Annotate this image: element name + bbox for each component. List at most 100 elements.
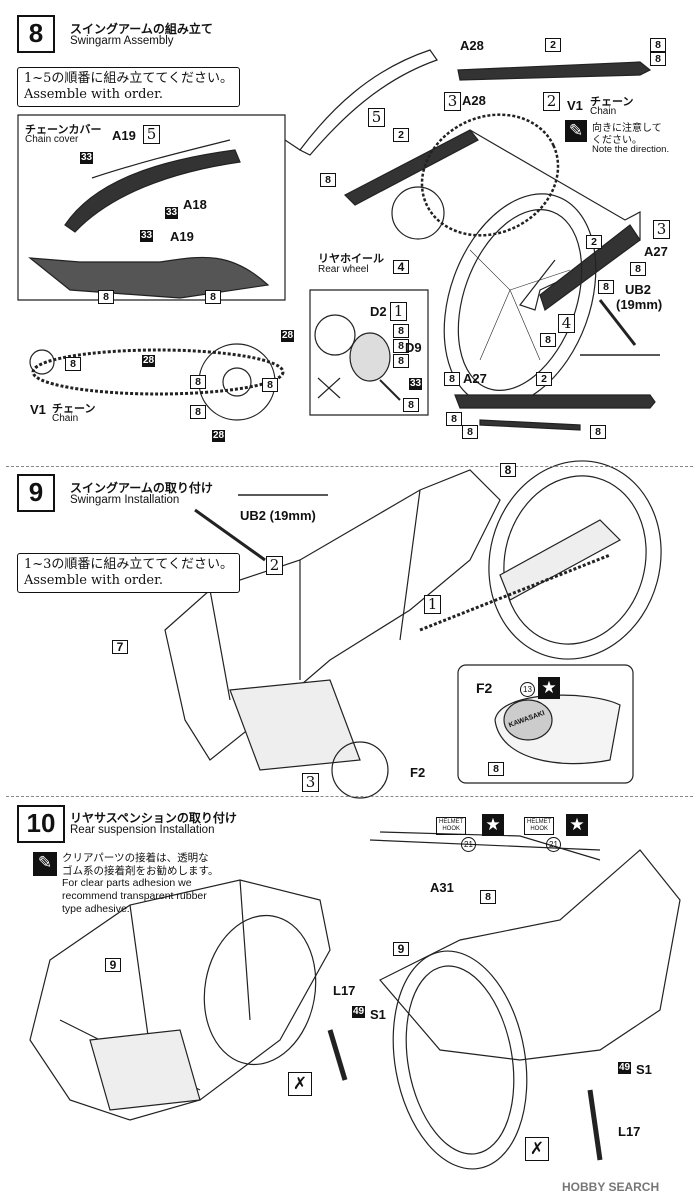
order-3: 3	[653, 220, 670, 239]
assembly-order-note: 1~5の順番に組み立ててください。 Assemble with order.	[17, 67, 241, 107]
no-glue-icon	[317, 377, 341, 399]
star-icon: ★	[566, 814, 588, 836]
clear-parts-note-jp1: クリアパーツの接着は、透明な	[62, 852, 209, 864]
rear-wheel	[443, 193, 597, 407]
helmet-text: HELMET	[439, 819, 464, 825]
direction-note-en: Note the direction.	[592, 144, 670, 155]
part-a27: A27	[463, 371, 487, 386]
hook-text: HOOK	[442, 826, 460, 832]
step10-left-wheel	[203, 914, 317, 1066]
ref-33: 33	[140, 230, 153, 242]
front-sprocket	[29, 349, 55, 375]
ref-8: 8	[630, 262, 646, 276]
swingarm-chain	[420, 113, 560, 237]
helmet-text: HELMET	[527, 819, 552, 825]
star-icon: ★	[538, 677, 560, 699]
step10-left-frame	[29, 879, 331, 1121]
watermark: HOBBY SEARCH	[562, 1180, 660, 1194]
ref-28: 28	[212, 430, 225, 442]
ref-8: 8	[488, 762, 504, 776]
part-a18: A18	[183, 197, 207, 212]
ref-9: 9	[105, 958, 121, 972]
ref-21: 21	[461, 837, 476, 852]
part-a19: A19	[170, 229, 194, 244]
helmet-hook-tag: HELMET HOOK	[436, 817, 467, 835]
chain-cover-inset-frame	[17, 114, 286, 301]
order-5: 5	[368, 108, 385, 127]
no-glue-icon: ✗	[288, 1072, 312, 1096]
f2-inset-frame	[457, 664, 634, 784]
step9-swingarm	[499, 519, 621, 601]
step-title-en: Rear suspension Installation	[70, 824, 215, 836]
glue-icon: ✎	[33, 852, 57, 876]
ref-8: 8	[98, 290, 114, 304]
ref-8: 8	[320, 173, 336, 187]
chain-v1-label: V1	[567, 98, 583, 113]
direction-note-jp1: 向きに注意して	[592, 123, 662, 134]
hook-text: HOOK	[530, 826, 548, 832]
note-en: Assemble with order.	[24, 573, 164, 588]
order-3: 3	[302, 773, 319, 792]
part-a27: A27	[644, 244, 668, 259]
ref-8: 8	[540, 333, 556, 347]
swingarm-left	[343, 129, 479, 206]
chain-guard-upper	[299, 49, 438, 156]
part-s1: S1	[370, 1007, 386, 1022]
helmet-hook-tag: HELMET HOOK	[524, 817, 555, 835]
part-l17: L17	[333, 983, 356, 998]
order-3: 3	[444, 92, 461, 111]
ref-8: 8	[190, 405, 206, 419]
part-a28: A28	[460, 38, 484, 53]
ref-8: 8	[65, 357, 81, 371]
ref-2: 2	[536, 372, 552, 386]
order-1: 1	[390, 302, 407, 321]
ref-28: 28	[142, 355, 155, 367]
ref-33: 33	[80, 152, 93, 164]
inset-pointer	[284, 139, 301, 151]
ref-13: 13	[520, 682, 535, 697]
chain-label-jp: チェーン	[590, 95, 634, 108]
ref-8: 8	[393, 324, 409, 338]
ref-8: 8	[393, 339, 409, 353]
ref-2: 2	[393, 128, 409, 142]
clear-parts-note-en1: For clear parts adhesion we	[62, 877, 192, 889]
chain-loop	[31, 348, 285, 396]
chain-cover-upper	[64, 149, 241, 233]
ref-9: 9	[393, 942, 409, 956]
star-icon: ★	[482, 814, 504, 836]
no-glue-icon: ✗	[525, 1137, 549, 1161]
swingarm-a28	[457, 61, 652, 81]
ref-8: 8	[590, 425, 606, 439]
ref-8: 8	[480, 890, 496, 904]
ref-8: 8	[650, 52, 666, 66]
part-d2: D2	[370, 304, 387, 319]
ref-8: 8	[462, 425, 478, 439]
step-number: 9	[17, 474, 55, 512]
part-s1: S1	[636, 1062, 652, 1077]
ref-33: 33	[165, 207, 178, 219]
part-ub2: UB2	[625, 282, 652, 297]
ref-8: 8	[205, 290, 221, 304]
left-shock	[327, 1029, 348, 1081]
ref-2: 2	[545, 38, 561, 52]
ref-8: 8	[598, 280, 614, 294]
part-l17: L17	[618, 1124, 641, 1139]
order-5: 5	[143, 125, 160, 144]
step10-right-wheel	[392, 950, 528, 1170]
part-a19: A19	[112, 128, 136, 143]
rear-wheel-label-en: Rear wheel	[318, 264, 369, 275]
brake-inset-frame	[309, 289, 429, 416]
part-d9: D9	[405, 340, 422, 355]
chain-cover-label-en: Chain cover	[25, 134, 79, 145]
engine	[229, 679, 361, 771]
chain-cover-lower	[28, 256, 270, 299]
step9-rear-wheel	[488, 460, 662, 660]
step-title-jp: リヤサスペンションの取り付け	[70, 811, 237, 825]
note-jp: 1~3の順番に組み立ててください。	[24, 557, 234, 572]
step-title-en: Swingarm Installation	[70, 494, 180, 506]
order-2: 2	[266, 556, 283, 575]
clear-parts-note-jp2: ゴム系の接着剤をお勧めします。	[62, 865, 219, 877]
ref-49: 49	[618, 1062, 631, 1074]
ref-49: 49	[352, 1006, 365, 1018]
